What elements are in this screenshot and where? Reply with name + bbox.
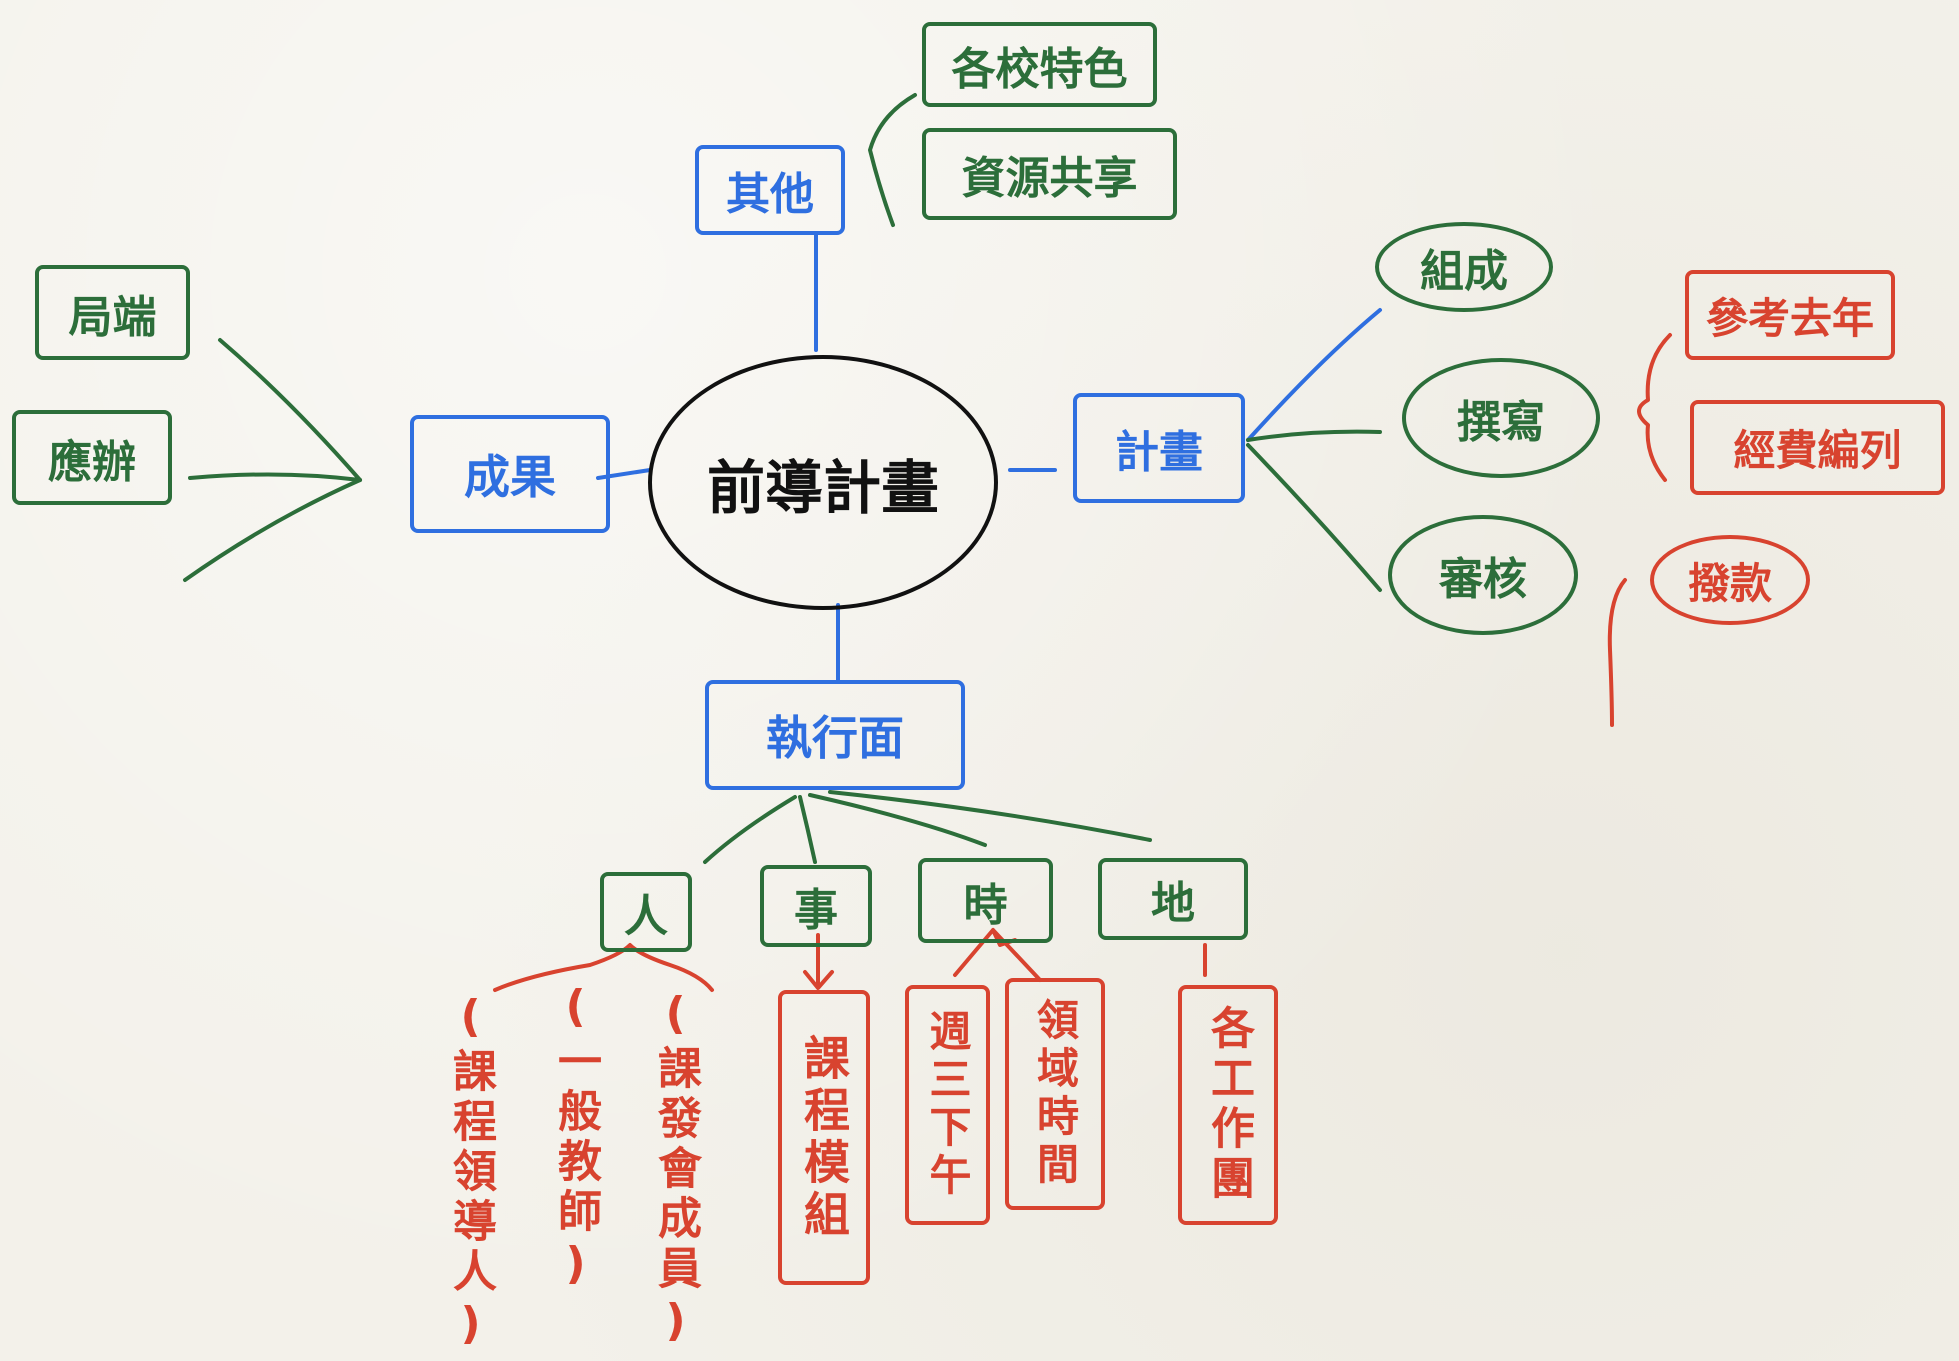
people-curriculum-leader: (課程領導人)	[425, 991, 515, 1355]
plan-child-review: 審核	[1388, 515, 1578, 635]
link-result-a	[218, 338, 362, 482]
exec-child-label: 事	[794, 885, 838, 936]
result-node: 成果	[410, 415, 610, 533]
other-child-characteristics: 各校特色	[922, 22, 1157, 107]
brace-review	[1607, 578, 1627, 727]
other-child-resources: 資源共享	[922, 128, 1177, 220]
center-label: 前導計畫	[706, 453, 939, 522]
other-child-label: 資源共享	[961, 153, 1138, 204]
result-label: 成果	[464, 450, 556, 504]
link-plan-write	[1246, 429, 1382, 442]
plan-label: 計畫	[1115, 427, 1203, 478]
thing-label: 課程模組	[797, 1033, 851, 1242]
review-child-disburse: 撥款	[1650, 535, 1810, 625]
link-result-b	[188, 472, 362, 482]
link-exec-thing	[798, 795, 817, 864]
exec-child-label: 地	[1151, 878, 1195, 929]
time-wednesday-afternoon: 週三下午	[905, 985, 990, 1225]
brace-write	[1637, 333, 1672, 482]
place-work-groups: 各工作團	[1178, 985, 1278, 1225]
exec-label: 執行面	[766, 711, 904, 765]
time-label: 領域時間	[1030, 998, 1080, 1190]
write-child-reference: 參考去年	[1685, 270, 1895, 360]
write-child-label: 經費編列	[1733, 426, 1902, 475]
brace-people	[493, 943, 714, 992]
exec-child-place: 地	[1098, 858, 1248, 940]
link-result-c	[183, 478, 362, 582]
other-label: 其他	[726, 169, 814, 220]
exec-child-people: 人	[600, 872, 692, 952]
exec-child-label: 人	[624, 891, 668, 942]
exec-node: 執行面	[705, 680, 965, 790]
write-child-label: 參考去年	[1705, 293, 1874, 343]
link-exec-place	[828, 790, 1152, 842]
people-label: (一般教師)	[550, 980, 601, 1295]
people-label: (課發會成員)	[650, 988, 701, 1352]
other-child-label: 各校特色	[951, 43, 1128, 95]
people-general-teacher: (一般教師)	[530, 981, 620, 1295]
time-domain-time: 領域時間	[1005, 978, 1105, 1210]
link-plan-compose	[1246, 308, 1382, 442]
plan-child-write: 撰寫	[1402, 358, 1600, 478]
plan-node: 計畫	[1073, 393, 1245, 503]
exec-child-time: 時	[918, 858, 1053, 943]
time-label: 週三下午	[923, 1009, 972, 1201]
write-child-budget: 經費編列	[1690, 400, 1945, 495]
link-plan-review	[1246, 443, 1382, 592]
plan-child-compose: 組成	[1375, 222, 1553, 312]
place-label: 各工作團	[1203, 1005, 1254, 1205]
result-child-label: 局端	[68, 291, 157, 343]
result-child-handle: 應辦	[12, 410, 172, 505]
link-exec-people	[703, 795, 797, 864]
plan-child-label: 審核	[1439, 554, 1527, 605]
result-child-bureau: 局端	[35, 265, 190, 360]
people-committee-member: (課發會成員)	[630, 985, 720, 1355]
thing-curriculum-module: 課程模組	[778, 990, 870, 1285]
center-node: 前導計畫	[648, 355, 998, 610]
link-exec-time	[808, 793, 987, 847]
exec-child-label: 時	[963, 879, 1008, 931]
people-label: (課程領導人)	[445, 990, 496, 1355]
plan-child-label: 撰寫	[1457, 397, 1545, 448]
plan-child-label: 組成	[1420, 246, 1508, 297]
other-node: 其他	[695, 145, 845, 235]
result-child-label: 應辦	[48, 436, 136, 488]
exec-child-thing: 事	[760, 865, 872, 947]
review-child-label: 撥款	[1687, 558, 1772, 608]
brace-other	[868, 93, 917, 227]
